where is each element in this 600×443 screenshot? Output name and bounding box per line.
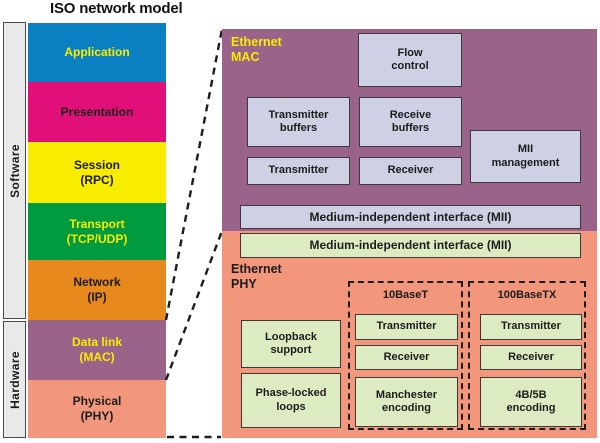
loopback-support-block: Loopback support [241,320,341,368]
layer-physical: Physical (PHY) [28,380,166,438]
transmitter-buffers-label: Transmitter buffers [268,108,329,134]
software-bracket: Software [3,22,26,319]
layer-transport-sublabel: (TCP/UDP) [66,231,128,246]
100basetx-receiver-label: Receiver [508,350,554,363]
100basetx-transmitter-block: Transmitter [480,314,582,340]
mii-bar-mac-label: Medium-independent interface (MII) [309,209,512,224]
mac-transmitter-block: Transmitter [247,157,350,185]
group-10baset: 10BaseT [348,281,463,430]
layer-transport-label: Transport [69,216,125,231]
layer-datalink-label: Data link [71,335,122,349]
layer-physical-label: Physical [72,394,122,408]
layer-transport: Transport (TCP/UDP) [28,203,166,260]
mii-management-block: MII management [470,130,581,183]
layer-presentation-label: Presentation [60,104,134,119]
layer-datalink: Data link (MAC) [28,320,166,380]
ethernet-phy-label-line1: Ethernet [231,262,282,276]
mac-transmitter-label: Transmitter [268,164,329,177]
layer-application-label: Application [64,45,130,59]
ethernet-mac-label-line2: MAC [231,50,260,64]
4b5b-encoding-block: 4B/5B encoding [480,377,582,427]
group-10baset-title: 10BaseT [382,289,429,301]
4b5b-encoding-label: 4B/5B encoding [506,388,556,414]
hardware-bracket: Hardware [3,321,26,438]
layer-network-label: Network [73,275,121,289]
layer-application: Application [28,23,166,82]
mii-management-label: MII management [491,143,560,169]
10baset-transmitter-label: Transmitter [376,320,437,333]
10baset-receiver-block: Receiver [355,345,458,370]
flow-control-label: Flow control [391,46,429,72]
group-100basetx-title: 100BaseTX [497,289,557,301]
connector-line-middle [164,230,224,381]
mii-bar-phy-label: Medium-independent interface (MII) [309,238,512,253]
diagram-title: ISO network model [50,0,183,17]
mac-receiver-label: Receiver [387,164,434,177]
connector-line-top [164,28,224,321]
transmitter-buffers-block: Transmitter buffers [247,97,350,147]
manchester-encoding-label: Manchester encoding [375,388,438,414]
mac-receiver-block: Receiver [359,157,462,185]
layer-session: Session (RPC) [28,142,166,203]
manchester-encoding-block: Manchester encoding [355,377,458,427]
layer-network: Network (IP) [28,260,166,320]
layer-datalink-sublabel: (MAC) [79,350,115,364]
ethernet-mac-label-line1: Ethernet [231,35,282,49]
100basetx-receiver-block: Receiver [480,345,582,370]
phase-locked-loops-label: Phase-locked loops [255,387,327,413]
layer-session-sublabel: (RPC) [80,172,114,187]
ethernet-phy-label: Ethernet PHY [231,262,282,292]
phase-locked-loops-block: Phase-locked loops [241,373,341,428]
group-100basetx: 100BaseTX [468,281,586,430]
layer-presentation: Presentation [28,82,166,142]
receive-buffers-block: Receive buffers [359,97,462,147]
10baset-receiver-label: Receiver [383,350,430,363]
10baset-transmitter-block: Transmitter [355,314,458,340]
loopback-support-label: Loopback support [265,330,317,356]
ethernet-mac-label: Ethernet MAC [231,35,282,65]
layer-session-label: Session [73,157,121,172]
layer-physical-sublabel: (PHY) [80,409,114,423]
mii-bar-mac: Medium-independent interface (MII) [240,205,581,229]
flow-control-block: Flow control [358,33,462,87]
100basetx-transmitter-label: Transmitter [501,320,561,333]
layer-network-sublabel: (IP) [87,290,107,304]
software-label: Software [7,143,22,198]
ethernet-phy-label-line2: PHY [231,277,257,291]
mii-bar-phy: Medium-independent interface (MII) [240,233,581,258]
receive-buffers-label: Receive buffers [389,108,432,134]
hardware-label: Hardware [7,350,22,409]
